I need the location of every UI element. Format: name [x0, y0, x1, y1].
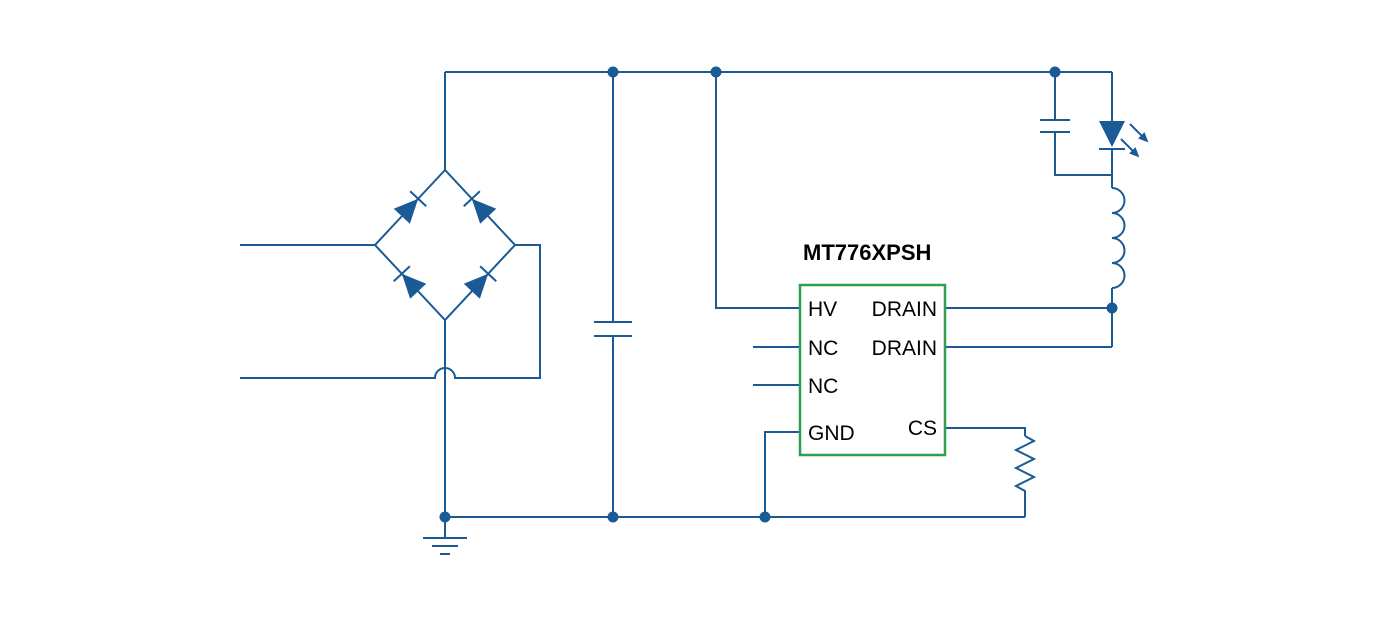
hv-wire	[715, 72, 800, 309]
gnd-wire	[764, 431, 800, 517]
junction-dot	[710, 66, 722, 78]
led	[1099, 72, 1149, 188]
drain-wires	[945, 288, 1113, 348]
inductor	[1111, 187, 1126, 289]
ic-part-number: MT776XPSH	[803, 240, 931, 265]
bridge-rectifier	[373, 72, 517, 517]
led-emission-arrow	[1129, 123, 1149, 143]
diode-top-right	[463, 190, 497, 224]
pin-label-nc1: NC	[808, 337, 838, 360]
diode-triangle	[471, 198, 497, 224]
junction-dot	[1106, 302, 1118, 314]
controller-ic: MT776XPSH HV NC NC GND DRAIN DRAIN CS	[798, 240, 947, 457]
junction-dot	[1049, 66, 1061, 78]
junction-dot	[439, 511, 451, 523]
nc-pin-stubs	[753, 346, 800, 386]
diode-triangle	[401, 273, 427, 299]
current-sense-resistor	[1013, 435, 1037, 517]
arrow-shaft	[1120, 138, 1134, 152]
arrow-head	[1138, 132, 1149, 143]
diode-cathode-bar	[479, 265, 497, 282]
junction-dot	[759, 511, 771, 523]
ic-body	[798, 283, 947, 457]
cs-wire	[945, 427, 1026, 436]
diode-triangle	[463, 273, 489, 299]
diode-bottom-left	[393, 265, 427, 299]
arrow-head	[1129, 147, 1140, 158]
led-triangle	[1099, 121, 1125, 147]
pin-label-cs: CS	[908, 417, 937, 440]
junction-dot	[607, 511, 619, 523]
led-emission-arrow	[1120, 138, 1140, 158]
pin-label-gnd: GND	[808, 422, 855, 445]
diode-triangle	[393, 198, 419, 224]
diode-cathode-bar	[409, 190, 427, 207]
diode-cathode-bar	[393, 265, 411, 282]
pin-label-drain1: DRAIN	[872, 298, 937, 321]
diode-bottom-right	[463, 265, 497, 299]
junction-dots	[439, 66, 1118, 523]
pin-label-drain2: DRAIN	[872, 337, 937, 360]
arrow-shaft	[1129, 123, 1143, 137]
diode-cathode-bar	[463, 190, 481, 207]
ac-input-wires	[240, 244, 541, 379]
pin-label-nc2: NC	[808, 375, 838, 398]
bulk-capacitor	[594, 72, 632, 517]
diode-top-left	[393, 190, 427, 224]
pin-label-hv: HV	[808, 298, 837, 321]
ground-symbol	[423, 517, 467, 555]
junction-dot	[607, 66, 619, 78]
bridge-frame-wire	[373, 72, 517, 517]
output-capacitor	[1040, 72, 1112, 176]
